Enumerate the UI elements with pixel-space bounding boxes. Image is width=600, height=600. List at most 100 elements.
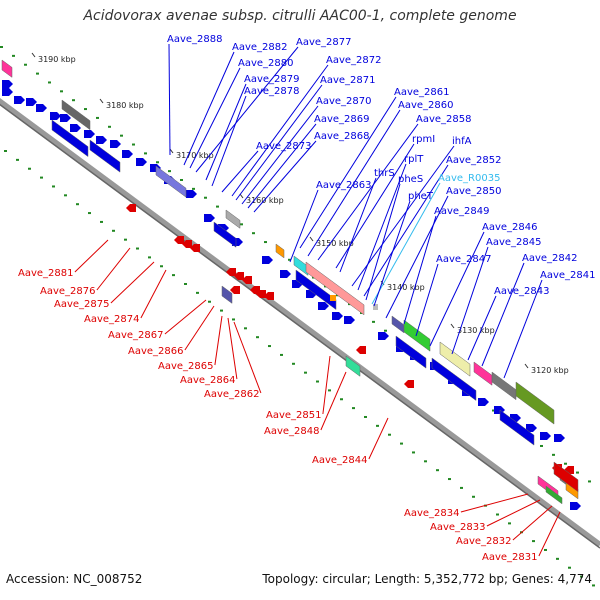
- callout-line: [339, 177, 377, 273]
- tick-dot: [48, 81, 51, 84]
- gene-label: rpmI: [412, 134, 435, 145]
- callout-line: [451, 246, 489, 355]
- gene-box: [330, 295, 336, 301]
- tick-dot: [264, 241, 267, 244]
- callout-line: [317, 123, 419, 261]
- tick-dot: [36, 72, 39, 75]
- tick-dot: [232, 318, 235, 321]
- tick-dot: [136, 247, 139, 250]
- reverse-gene-arrow: [356, 346, 366, 354]
- gene-label: ihfA: [452, 136, 472, 147]
- callout-line: [467, 295, 497, 361]
- tick-dot: [532, 540, 535, 543]
- reverse-gene-arrow: [250, 286, 260, 294]
- callout-line: [429, 231, 485, 347]
- callout-line: [373, 200, 411, 307]
- tick-dot: [268, 345, 271, 348]
- callout-line: [415, 263, 439, 337]
- tick-dot: [4, 150, 7, 152]
- reverse-gene-arrow: [126, 204, 136, 212]
- tick-dot: [112, 229, 115, 232]
- reverse-gene-arrow: [234, 272, 244, 280]
- kbp-label: 3140 kbp: [387, 283, 425, 292]
- callout-line: [241, 105, 319, 205]
- gene-label: Aave_2870: [316, 96, 372, 107]
- tick-dot: [364, 415, 367, 418]
- tick-dot: [340, 398, 343, 401]
- tick-dot: [108, 125, 111, 128]
- gene-label: Aave_2880: [238, 58, 294, 69]
- gene-box: [305, 261, 365, 316]
- tick-dot: [132, 143, 135, 146]
- tick-dot: [160, 265, 163, 268]
- callout-line: [227, 317, 238, 380]
- tick-dot: [52, 185, 55, 188]
- gene-label: Aave_2877: [296, 37, 352, 48]
- forward-gene-arrow: [332, 312, 343, 320]
- gene-label: Aave_2875: [54, 299, 110, 310]
- gene-box: [275, 243, 285, 259]
- gene-label: Aave_2833: [430, 522, 486, 533]
- gene-label: Aave_2843: [494, 286, 550, 297]
- gene-label: Aave_2844: [312, 455, 368, 466]
- gene-label: Aave_2876: [40, 286, 96, 297]
- forward-gene-arrow: [478, 398, 489, 406]
- kbp-label: 3190 kbp: [38, 55, 76, 64]
- tick-dot: [400, 442, 403, 445]
- tick-dot: [204, 196, 207, 199]
- kbp-tick: [524, 363, 529, 369]
- reverse-gene-arrow: [182, 240, 192, 248]
- gene-label: Aave_2846: [482, 222, 538, 233]
- callout-line: [385, 195, 449, 319]
- gene-box: [545, 485, 563, 505]
- gene-label: Aave_2881: [18, 268, 74, 279]
- forward-gene-arrow: [70, 124, 81, 132]
- gene-label: thrS: [374, 168, 395, 179]
- tick-dot: [568, 566, 571, 569]
- forward-gene-block: [51, 119, 89, 158]
- tick-dot: [64, 194, 67, 197]
- callout-line: [289, 189, 319, 263]
- callout-line: [371, 182, 441, 305]
- gene-label: Aave_2863: [316, 180, 372, 191]
- tick-dot: [576, 471, 579, 474]
- forward-gene-arrow: [96, 136, 107, 144]
- callout-line: [189, 67, 241, 169]
- gene-label: Aave_2871: [320, 75, 376, 86]
- gene-label: pheT: [408, 191, 434, 202]
- callout-line: [368, 417, 389, 460]
- forward-gene-arrow: [50, 112, 61, 120]
- gene-box: [1, 59, 13, 78]
- forward-gene-block: [89, 139, 121, 173]
- gene-label: Aave_2878: [244, 86, 300, 97]
- forward-gene-arrow: [540, 432, 551, 440]
- tick-dot: [196, 291, 199, 294]
- tick-dot: [384, 329, 387, 332]
- tick-dot: [496, 513, 499, 516]
- reverse-gene-arrow: [264, 292, 274, 300]
- forward-gene-block: [431, 357, 477, 402]
- callout-line: [247, 123, 317, 209]
- gene-box: [439, 341, 471, 377]
- callout-line: [164, 299, 207, 335]
- gene-label: Aave_2832: [456, 536, 512, 547]
- kbp-label: 3180 kbp: [106, 101, 144, 110]
- accession-text: Accession: NC_008752: [6, 572, 143, 586]
- reverse-gene-arrow: [190, 244, 200, 252]
- gene-label: Aave_2888: [167, 34, 223, 45]
- callout-line: [214, 315, 223, 366]
- callout-line: [503, 279, 543, 379]
- tick-dot: [412, 451, 415, 454]
- gene-box: [345, 355, 361, 377]
- forward-gene-block: [213, 221, 237, 248]
- tick-dot: [216, 205, 219, 208]
- tick-dot: [156, 161, 159, 164]
- forward-gene-arrow: [136, 158, 147, 166]
- tick-dot: [316, 380, 319, 383]
- gene-label: Aave_2867: [108, 330, 164, 341]
- gene-label: Aave_2860: [398, 100, 454, 111]
- forward-gene-arrow: [84, 130, 95, 138]
- tick-dot: [16, 158, 19, 161]
- tick-dot: [352, 407, 355, 410]
